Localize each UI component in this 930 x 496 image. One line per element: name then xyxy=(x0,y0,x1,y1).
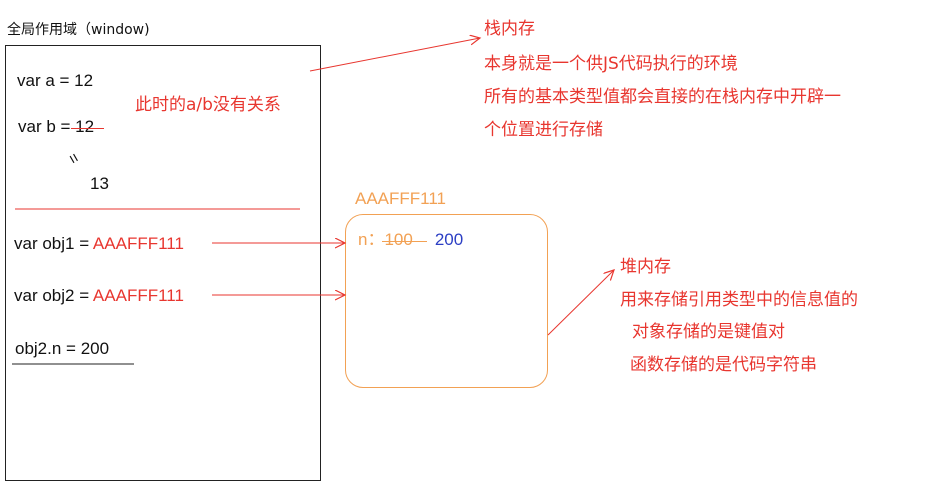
scope-title: 全局作用域（window) xyxy=(7,22,150,38)
var-obj2-address: AAAFFF111 xyxy=(92,286,184,305)
var-obj1-prefix: var obj1 = xyxy=(14,234,93,253)
heap-pointer-arrow xyxy=(547,270,614,336)
heap-heading: 堆内存 xyxy=(620,257,671,277)
approx-symbol: = xyxy=(63,148,82,169)
obj2-assign-line: obj2.n = 200 xyxy=(15,339,110,358)
var-b-prefix: var b = xyxy=(18,117,76,136)
heap-new-value: 200 xyxy=(434,230,464,249)
var-obj2-line: var obj2 = AAAFFF111 xyxy=(14,286,184,306)
heap-desc-line3: 函数存储的是代码字符串 xyxy=(630,355,817,375)
var-obj1-line: var obj1 = AAAFFF111 xyxy=(14,234,184,254)
heap-object-box xyxy=(345,214,548,388)
heap-property-key: n： xyxy=(358,230,385,249)
stack-heading: 栈内存 xyxy=(484,19,535,39)
stack-desc-line3: 个位置进行存储 xyxy=(484,120,603,140)
var-obj1-address: AAAFFF111 xyxy=(92,234,184,253)
note-ab-unrelated: 此时的a/b没有关系 xyxy=(135,95,281,115)
stack-desc-line1: 本身就是一个供JS代码执行的环境 xyxy=(484,54,738,74)
heap-desc-line1: 用来存储引用类型中的信息值的 xyxy=(620,290,858,310)
stack-desc-line2: 所有的基本类型值都会直接的在栈内存中开辟一 xyxy=(484,87,841,107)
heap-property-line: n：100 200 xyxy=(358,230,463,250)
heap-old-value: 100 xyxy=(382,230,428,249)
heap-address-label: AAAFFF111 xyxy=(355,189,447,208)
var-a-line: var a = 12 xyxy=(17,71,94,90)
var-obj2-prefix: var obj2 = xyxy=(14,286,93,305)
heap-desc-line2: 对象存储的是键值对 xyxy=(632,322,785,342)
var-b-new-value: 13 xyxy=(90,174,109,193)
var-b-old-value: 12 xyxy=(71,117,104,136)
global-scope-box xyxy=(5,45,321,481)
var-b-line: var b = 12 xyxy=(18,117,104,137)
stack-pointer-arrow xyxy=(309,38,480,72)
